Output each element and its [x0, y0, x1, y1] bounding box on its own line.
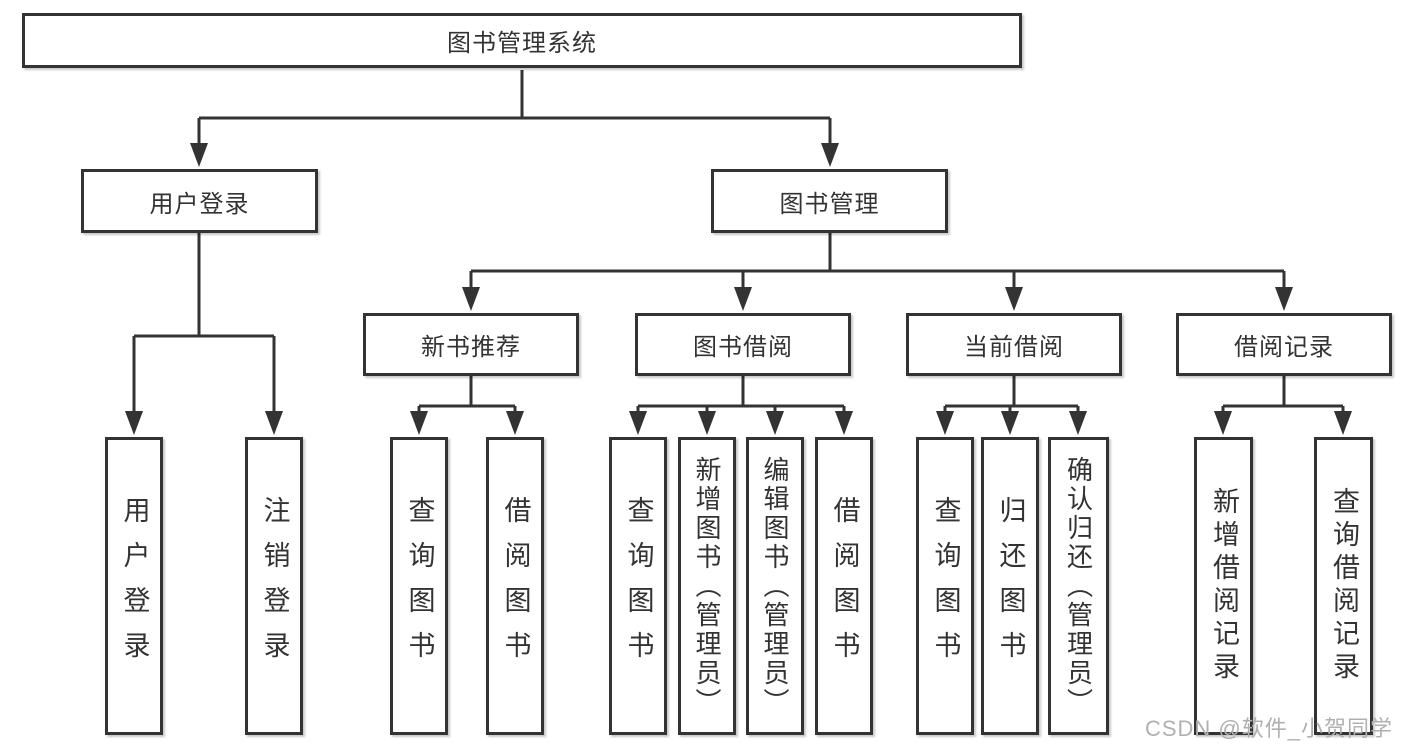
leaf-user-login-label: 用户登录: [119, 496, 150, 676]
node-user-login: 用户登录: [81, 169, 318, 233]
node-book-borrowing: 图书借阅: [635, 313, 851, 376]
leaf-add-books-admin: 新增图书（管理员）: [678, 437, 736, 735]
leaf-confirm-return-admin-label: 确认归还（管理员）: [1063, 455, 1094, 717]
leaf-add-books-admin-label: 新增图书（管理员）: [692, 455, 722, 717]
node-new-book-recommendation: 新书推荐: [363, 313, 579, 376]
leaf-user-login: 用户登录: [105, 437, 163, 735]
leaf-edit-books-admin: 编辑图书（管理员）: [746, 437, 804, 735]
leaf-logout: 注销登录: [245, 437, 303, 735]
leaf-query-books-current-label: 查询图书: [930, 496, 961, 676]
leaf-query-books-current: 查询图书: [916, 437, 974, 735]
leaf-return-books-label: 归还图书: [995, 496, 1026, 676]
leaf-query-books-recommend-label: 查询图书: [404, 496, 435, 676]
leaf-add-borrow-record-label: 新增借阅记录: [1209, 487, 1239, 685]
leaf-query-books-borrowing: 查询图书: [609, 437, 667, 735]
leaf-borrow-books-recommend: 借阅图书: [486, 437, 544, 735]
leaf-return-books: 归还图书: [981, 437, 1039, 735]
leaf-borrow-books-borrowing: 借阅图书: [815, 437, 873, 735]
leaf-query-books-recommend: 查询图书: [390, 437, 448, 735]
leaf-logout-label: 注销登录: [259, 496, 290, 676]
node-library-management-system: 图书管理系统: [22, 13, 1022, 68]
leaf-query-books-borrowing-label: 查询图书: [623, 496, 654, 676]
leaf-confirm-return-admin: 确认归还（管理员）: [1048, 437, 1109, 735]
node-borrowing-records: 借阅记录: [1176, 313, 1392, 376]
leaf-add-borrow-record: 新增借阅记录: [1194, 437, 1253, 735]
leaf-edit-books-admin-label: 编辑图书（管理员）: [760, 455, 790, 717]
leaf-query-borrow-record: 查询借阅记录: [1314, 437, 1373, 735]
node-book-management: 图书管理: [711, 169, 948, 233]
leaf-query-borrow-record-label: 查询借阅记录: [1329, 487, 1359, 685]
watermark: CSDN @软件_小贺同学: [1144, 716, 1393, 741]
node-current-borrowing: 当前借阅: [906, 313, 1122, 376]
leaf-borrow-books-recommend-label: 借阅图书: [500, 496, 531, 676]
leaf-borrow-books-borrowing-label: 借阅图书: [829, 496, 860, 676]
